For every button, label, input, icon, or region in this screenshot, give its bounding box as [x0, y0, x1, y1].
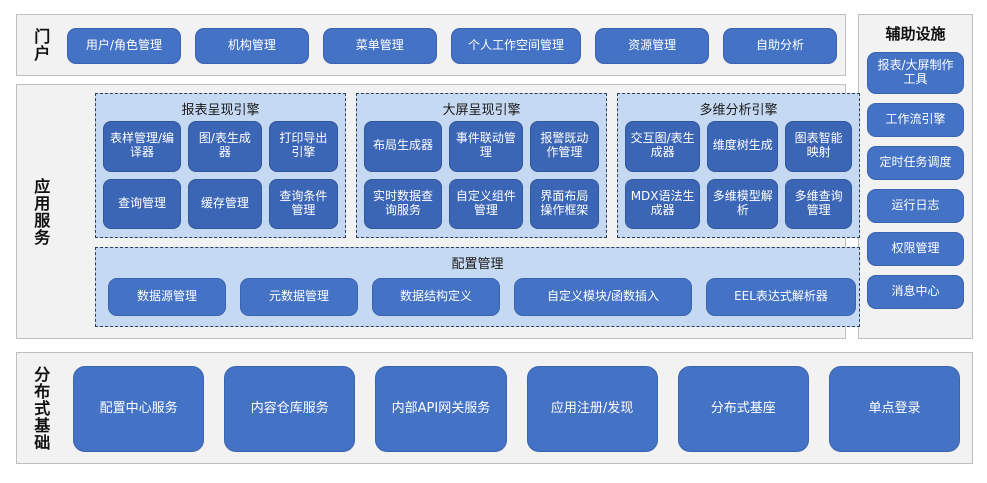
- engine-button-realtime-data-query-service[interactable]: 实时数据查询服务: [364, 178, 443, 229]
- distributed-base-label: 分布式基础: [31, 365, 51, 451]
- base-button-internal-api-gateway-service[interactable]: 内部API网关服务: [375, 366, 507, 452]
- engine-items: 交互图/表生成器维度树生成图表智能映射 MDX语法生成器多维模型解析多维查询管理: [625, 121, 852, 229]
- portal-button-personal-workspace-management[interactable]: 个人工作空间管理: [450, 28, 582, 64]
- aux-button-report-screen-design-tool[interactable]: 报表/大屏制作工具: [867, 52, 964, 94]
- engine-button-ui-layout-operation-framework[interactable]: 界面布局操作框架: [529, 178, 599, 229]
- portal-section-label: 门户: [31, 28, 51, 62]
- engine-title: 报表呈现引擎: [181, 103, 260, 118]
- engine-button-query-management[interactable]: 查询管理: [103, 178, 182, 229]
- aux-button-scheduled-task-scheduler[interactable]: 定时任务调度: [867, 146, 964, 180]
- portal-button-menu-management[interactable]: 菜单管理: [322, 28, 437, 64]
- engine-button-alarm-action-management[interactable]: 报警既动作管理: [529, 121, 599, 172]
- base-button-distributed-foundation[interactable]: 分布式基座: [677, 366, 809, 452]
- portal-button-user-role-management[interactable]: 用户/角色管理: [67, 28, 181, 64]
- aux-button-message-center[interactable]: 消息中心: [867, 275, 964, 309]
- engine-button-event-linkage-management[interactable]: 事件联动管理: [449, 121, 523, 172]
- config-button-datasource-management[interactable]: 数据源管理: [108, 278, 226, 316]
- engine-button-chart-intelligent-mapping[interactable]: 图表智能映射: [785, 121, 852, 172]
- engine-button-query-condition-management[interactable]: 查询条件管理: [268, 178, 338, 229]
- engine-button-multidimensional-model-parsing[interactable]: 多维模型解析: [707, 178, 779, 229]
- engine-button-cache-management[interactable]: 缓存管理: [188, 178, 262, 229]
- config-button-data-structure-definition[interactable]: 数据结构定义: [372, 278, 500, 316]
- configuration-management-items: 数据源管理元数据管理数据结构定义自定义模块/函数插入 EEL表达式解析器: [108, 278, 856, 316]
- engine-items: 表样管理/编译器图/表生成器打印导出引擎查询管理缓存管理查询条件管理: [103, 121, 338, 229]
- auxiliary-facilities-title: 辅助设施: [885, 25, 946, 43]
- base-button-app-registration-discovery[interactable]: 应用注册/发现: [526, 366, 658, 452]
- portal-items: 用户/角色管理机构管理菜单管理个人工作空间管理资源管理自助分析: [67, 27, 837, 65]
- portal-button-organization-management[interactable]: 机构管理: [194, 28, 309, 64]
- application-services-label: 应用服务: [31, 177, 51, 246]
- distributed-base-items: 配置中心服务内容仓库服务内部API网关服务应用注册/发现分布式基座单点登录: [73, 366, 961, 452]
- application-services-section: 应用服务 报表呈现引擎 表样管理/编译器图/表生成器打印导出引擎查询管理缓存管理…: [16, 84, 860, 339]
- config-button-custom-module-function-insert[interactable]: 自定义模块/函数插入: [514, 278, 692, 316]
- distributed-base-section: 分布式基础 配置中心服务内容仓库服务内部API网关服务应用注册/发现分布式基座单…: [16, 352, 973, 464]
- engine-group-multidimensional: 多维分析引擎 交互图/表生成器维度树生成图表智能映射 MDX语法生成器多维模型解析…: [617, 93, 860, 238]
- engine-button-template-management-compiler[interactable]: 表样管理/编译器: [103, 121, 182, 172]
- base-button-config-center-service[interactable]: 配置中心服务: [73, 366, 205, 452]
- engine-title: 大屏呈现引擎: [442, 103, 521, 118]
- engine-button-custom-component-management[interactable]: 自定义组件管理: [449, 178, 523, 229]
- engine-title: 多维分析引擎: [699, 103, 778, 118]
- portal-button-self-service-analysis[interactable]: 自助分析: [723, 28, 837, 64]
- engine-button-print-export-engine[interactable]: 打印导出引擎: [268, 121, 338, 172]
- engine-button-dimension-tree-generation[interactable]: 维度树生成: [707, 121, 779, 172]
- base-button-single-sign-on[interactable]: 单点登录: [828, 366, 961, 452]
- engine-items: 布局生成器事件联动管理报警既动作管理实时数据查询服务自定义组件管理界面布局操作框…: [364, 121, 599, 229]
- config-button-metadata-management[interactable]: 元数据管理: [240, 278, 358, 316]
- engine-button-multidimensional-query-management[interactable]: 多维查询管理: [785, 178, 852, 229]
- aux-button-runtime-log[interactable]: 运行日志: [867, 189, 964, 223]
- base-button-content-repository-service[interactable]: 内容仓库服务: [224, 366, 356, 452]
- engine-group-report-rendering: 报表呈现引擎 表样管理/编译器图/表生成器打印导出引擎查询管理缓存管理查询条件管…: [95, 93, 346, 238]
- portal-section: 门户 用户/角色管理机构管理菜单管理个人工作空间管理资源管理自助分析: [16, 14, 846, 76]
- engine-button-chart-table-generator[interactable]: 图/表生成器: [188, 121, 262, 172]
- aux-button-permission-management[interactable]: 权限管理: [867, 232, 964, 266]
- auxiliary-facilities-section: 辅助设施 报表/大屏制作工具工作流引擎定时任务调度运行日志权限管理消息中心: [858, 14, 973, 339]
- portal-button-resource-management[interactable]: 资源管理: [595, 28, 710, 64]
- config-button-eel-expression-parser[interactable]: EEL表达式解析器: [706, 278, 856, 316]
- auxiliary-facilities-items: 报表/大屏制作工具工作流引擎定时任务调度运行日志权限管理消息中心: [867, 52, 964, 309]
- aux-button-workflow-engine[interactable]: 工作流引擎: [867, 103, 964, 137]
- engine-group-large-screen: 大屏呈现引擎 布局生成器事件联动管理报警既动作管理实时数据查询服务自定义组件管理…: [356, 93, 607, 238]
- engine-button-interactive-chart-table-generator[interactable]: 交互图/表生成器: [625, 121, 701, 172]
- engine-button-layout-generator[interactable]: 布局生成器: [364, 121, 443, 172]
- configuration-management-group: 配置管理 数据源管理元数据管理数据结构定义自定义模块/函数插入 EEL表达式解析器: [95, 247, 860, 327]
- configuration-management-title: 配置管理: [451, 257, 504, 272]
- engine-button-mdx-syntax-generator[interactable]: MDX语法生成器: [625, 178, 701, 229]
